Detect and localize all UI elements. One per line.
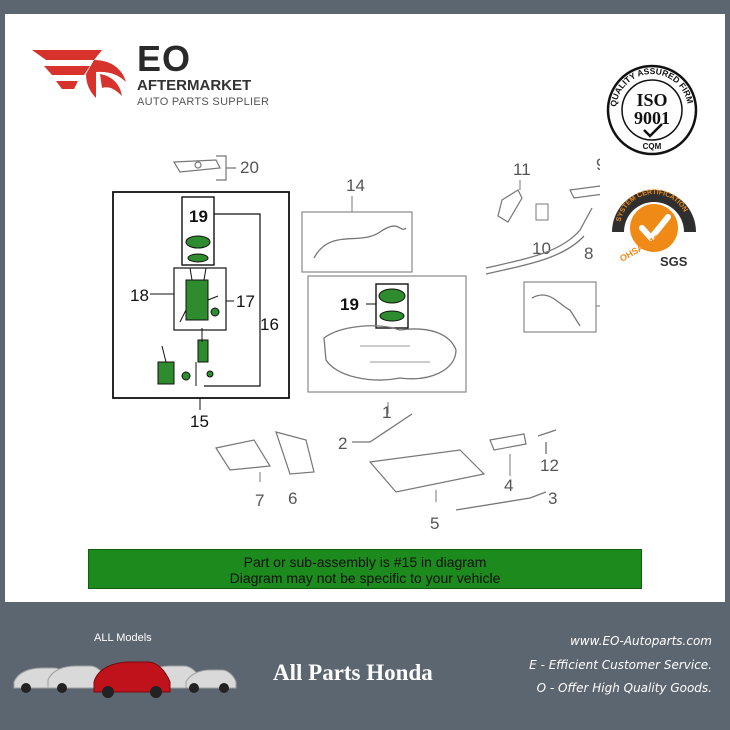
assembly-15-frame (112, 191, 290, 399)
callout-12: 12 (540, 456, 559, 475)
models-label: ALL Models (94, 632, 152, 644)
fuel-pump-assembly (157, 267, 220, 386)
notice-line-1: Part or sub-assembly is #15 in diagram (243, 554, 487, 570)
callout-15: 15 (190, 412, 209, 431)
callout-5: 5 (430, 514, 439, 533)
part-5-cover (368, 449, 486, 493)
callout-14: 14 (346, 176, 365, 195)
iso-line1: ISO (636, 90, 667, 110)
callout-3: 3 (548, 489, 557, 508)
parts-diagram: 20 19 17 16 18 15 14 (112, 155, 600, 533)
callout-7: 7 (255, 491, 264, 510)
callout-16: 16 (260, 315, 279, 334)
callout-18: 18 (130, 286, 149, 305)
part-20-bracket (172, 155, 236, 181)
callout-2: 2 (338, 434, 347, 453)
notice-line-2: Diagram may not be specific to your vehi… (229, 570, 501, 586)
callout-8: 8 (584, 244, 593, 263)
callout-4: 4 (504, 476, 513, 495)
part-6-guard (275, 431, 315, 475)
sgs-mark: SGS (660, 254, 688, 269)
fuel-tank (323, 325, 457, 381)
callout-9: 9 (596, 155, 600, 174)
slogan-efficient: E - Efficient Customer Service. (529, 658, 712, 672)
website-link[interactable]: www.EO-Autoparts.com (569, 634, 712, 648)
callout-1: 1 (382, 403, 391, 422)
certification-seals: QUALITY ASSURED FIRM ISO 9001 CQM SYSTEM… (606, 64, 698, 269)
part-notice-banner: Part or sub-assembly is #15 in diagram D… (88, 549, 642, 589)
seal-ring-19 (185, 235, 211, 249)
content-panel (5, 14, 725, 602)
callout-19-right: 19 (340, 295, 359, 314)
brand-subtitle: AFTERMARKET (137, 77, 252, 94)
callout-17: 17 (236, 292, 255, 311)
ohsas-sgs-seal-icon: SYSTEM CERTIFICATION OHSAS 18001 SGS (612, 189, 696, 269)
footer-title: All Parts Honda (273, 660, 433, 685)
brand-tagline: AUTO PARTS SUPPLIER (137, 96, 270, 108)
honda-cars-lineup-icon (13, 661, 237, 698)
callout-11: 11 (513, 160, 531, 179)
slogan-offer: O - Offer High Quality Goods. (536, 681, 712, 695)
part-14-harness (313, 225, 407, 259)
subframe-19 (181, 196, 215, 266)
part-7-shield (215, 439, 272, 471)
callout-10: 10 (532, 239, 551, 258)
callout-19-left: 19 (189, 207, 208, 226)
callout-6: 6 (288, 489, 297, 508)
eo-wing-logo-icon (32, 50, 126, 98)
callout-20: 20 (240, 158, 259, 177)
brand-name: EO (137, 38, 192, 79)
iso-mark: CQM (643, 142, 662, 151)
iso-line2: 9001 (634, 108, 670, 128)
iso-9001-seal-icon: QUALITY ASSURED FIRM ISO 9001 CQM (606, 64, 698, 156)
